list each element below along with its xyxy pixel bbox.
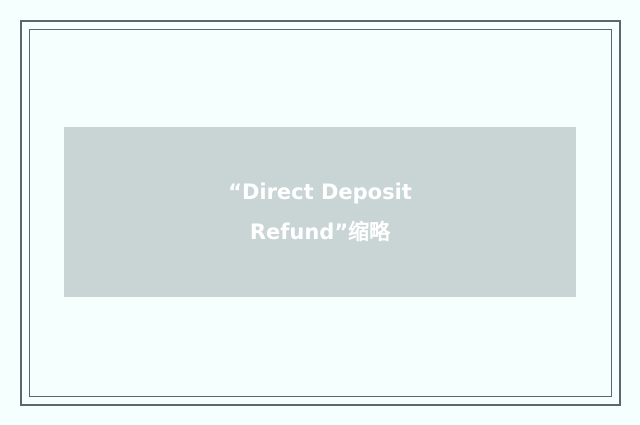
thumbnail-placeholder: “Direct Deposit Refund”缩略 (64, 127, 576, 297)
inner-frame-border (29, 29, 612, 397)
outer-frame-border (20, 20, 621, 406)
thumbnail-caption: “Direct Deposit Refund”缩略 (228, 180, 412, 244)
